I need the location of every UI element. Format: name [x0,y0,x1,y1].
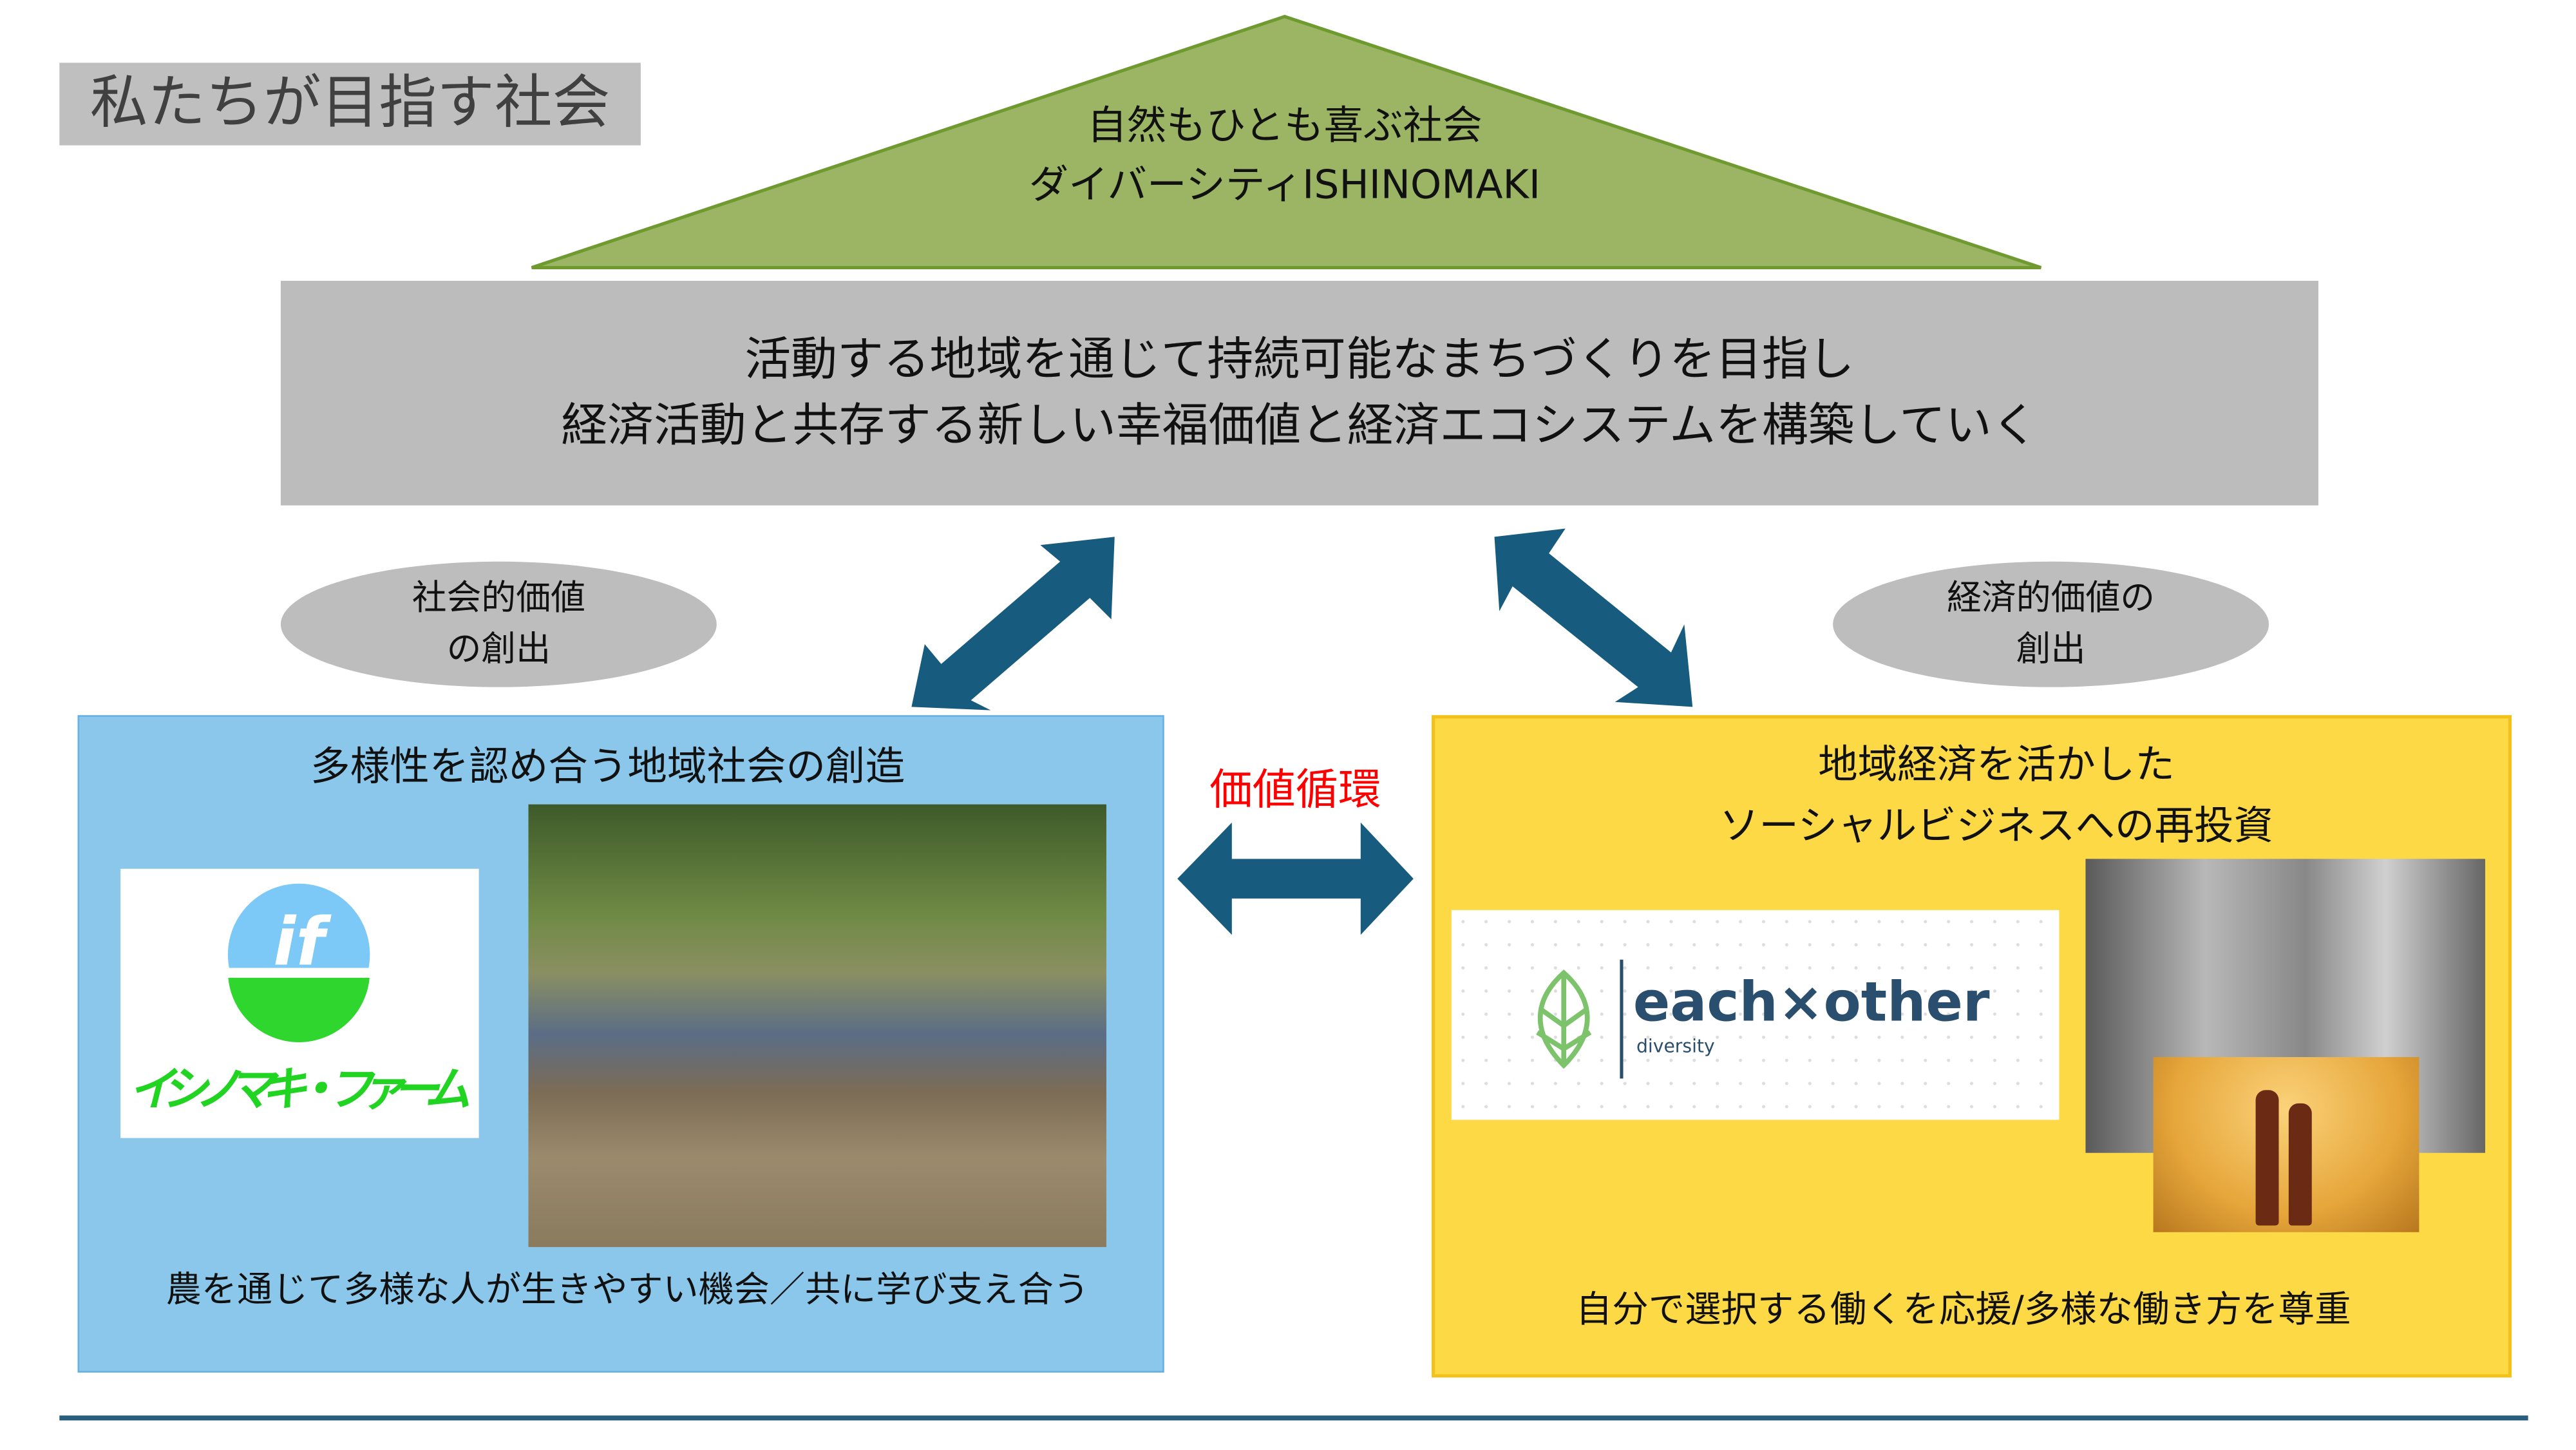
logo-divider [1620,959,1624,1079]
value-cycle-label: 価値循環 [1209,766,1381,816]
beer-bottles-photo [2153,1057,2420,1232]
economic-box-title-line1: 地域経済を活かした [1818,741,2175,788]
left-double-arrow [911,537,1115,711]
farm-logo-mark-text: if [273,905,325,982]
vision-line1: 自然もひとも喜ぶ社会 [1087,102,1482,149]
bottle [2255,1090,2279,1226]
economic-box-title-line2: ソーシャルビジネスへの再投資 [1719,803,2274,849]
economic-value-line2: 創出 [2016,629,2086,669]
mission-line1: 活動する地域を通じて持続可能なまちづくりを目指し [744,332,1855,386]
economic-value-ellipse: 経済的価値の 創出 [1833,561,2269,687]
ishinomaki-farm-logo: if イシノマキ・ファーム [120,868,479,1138]
farm-group-photo [528,804,1106,1247]
vision-line2: ダイバーシティISHINOMAKI [1028,162,1541,209]
mission-box: 活動する地域を通じて持続可能なまちづくりを目指し 経済活動と共存する新しい幸福価… [280,280,2318,506]
page-title: 私たちが目指す社会 [59,62,641,146]
hop-icon [1536,969,1592,1069]
farm-logo-text: イシノマキ・ファーム [128,1062,471,1117]
social-value-line2: の創出 [446,629,551,669]
each-other-name: each×other [1633,969,1990,1035]
each-other-sub: diversity [1636,1035,1715,1058]
economic-value-line1: 経済的価値の [1947,578,2155,618]
right-double-arrow [1494,528,1693,707]
social-box-caption: 農を通じて多様な人が生きやすい機会／共に学び支え合う [166,1270,1090,1312]
social-box-title: 多様性を認め合う地域社会の創造 [310,743,905,790]
farm-logo-mark [227,883,370,1042]
vision-triangle [531,14,2042,269]
horizontal-double-arrow [1177,822,1414,935]
mission-line2: 経済活動と共存する新しい幸福価値と経済エコシステムを構築していく [561,397,2038,453]
economic-box-caption: 自分で選択する働くを応援/多様な働き方を尊重 [1575,1290,2351,1331]
social-value-ellipse: 社会的価値 の創出 [280,561,717,687]
each-other-logo: each×other diversity [1451,910,2060,1120]
social-value-line1: 社会的価値 [412,578,585,618]
economic-box-title: 地域経済を活かした ソーシャルビジネスへの再投資 [1501,735,2492,857]
bottle [2288,1103,2312,1226]
footer-divider [59,1415,2528,1421]
vision-text: 自然もひとも喜ぶ社会 ダイバーシティISHINOMAKI [858,96,1710,215]
